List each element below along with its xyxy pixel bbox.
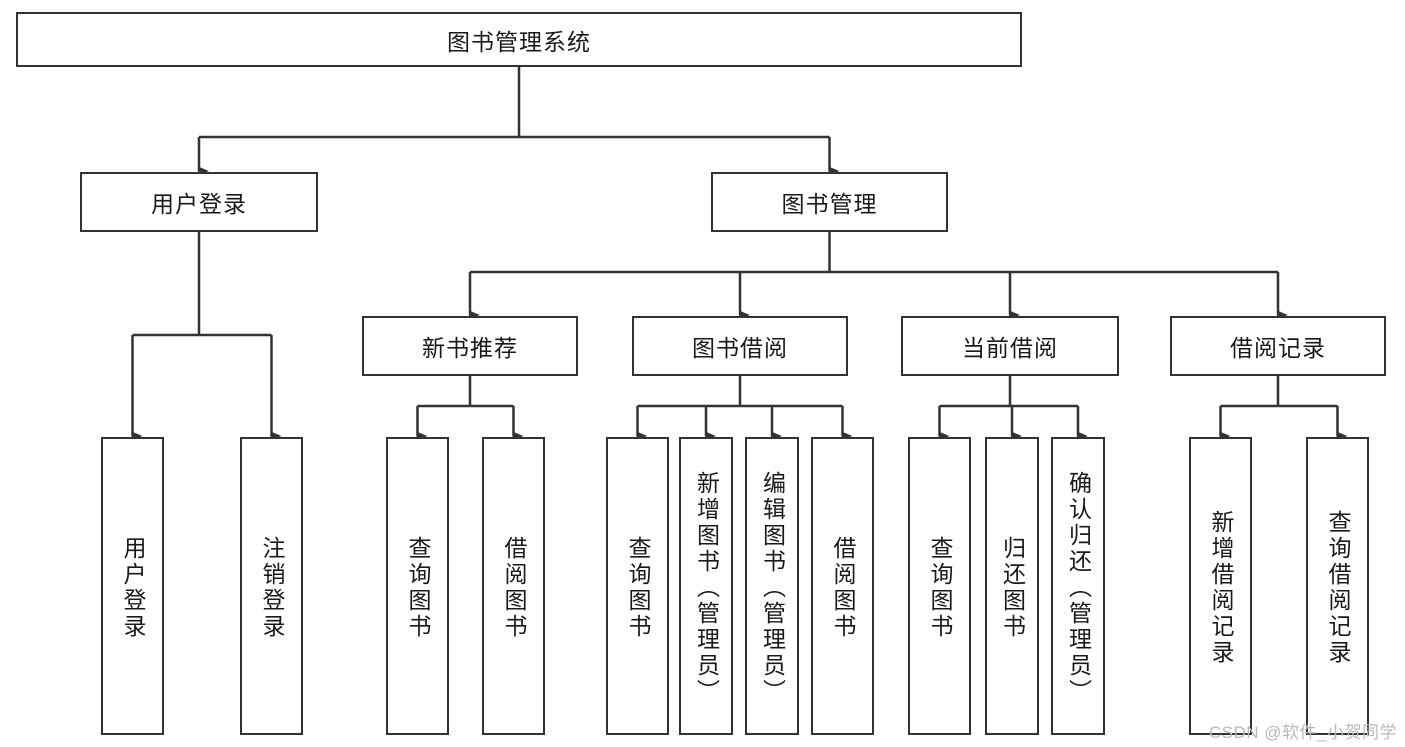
node-book-borrow-label: 图书借阅 [692, 335, 788, 361]
leaf-record-add-record[interactable]: 新增借阅记录 [1189, 437, 1252, 735]
leaf-current-confirm-return[interactable]: 确认归还（管理员） [1051, 437, 1105, 735]
leaf-borrow-add-book[interactable]: 新增图书（管理员） [679, 437, 733, 735]
node-current-borrow-label: 当前借阅 [962, 335, 1058, 361]
leaf-user-login-label: 用户登录 [120, 536, 146, 640]
leaf-user-login[interactable]: 用户登录 [101, 437, 164, 735]
leaf-record-query-record-label: 查询借阅记录 [1325, 510, 1351, 666]
node-new-book-recommend[interactable]: 新书推荐 [362, 316, 578, 376]
leaf-borrow-borrow-book[interactable]: 借阅图书 [811, 437, 874, 735]
node-new-book-recommend-label: 新书推荐 [422, 335, 518, 361]
node-book-borrow[interactable]: 图书借阅 [632, 316, 848, 376]
node-book-management[interactable]: 图书管理 [711, 172, 948, 232]
node-user-login[interactable]: 用户登录 [80, 172, 318, 232]
leaf-user-logout[interactable]: 注销登录 [240, 437, 303, 735]
leaf-newbook-query-book[interactable]: 查询图书 [386, 437, 449, 735]
node-borrow-record[interactable]: 借阅记录 [1170, 316, 1386, 376]
leaf-user-logout-label: 注销登录 [259, 536, 285, 640]
watermark: CSDN @软件_小贺同学 [1208, 723, 1397, 742]
leaf-current-query-book[interactable]: 查询图书 [908, 437, 971, 735]
node-book-management-label: 图书管理 [781, 191, 878, 217]
leaf-current-query-book-label: 查询图书 [927, 536, 953, 640]
node-root-label: 图书管理系统 [447, 28, 591, 55]
leaf-current-confirm-return-label: 确认归还（管理员） [1065, 471, 1092, 705]
leaf-newbook-borrow-book[interactable]: 借阅图书 [482, 437, 545, 735]
leaf-current-return-book-label: 归还图书 [999, 536, 1026, 640]
leaf-borrow-query-book[interactable]: 查询图书 [606, 437, 669, 735]
leaf-borrow-borrow-book-label: 借阅图书 [830, 536, 856, 640]
leaf-record-query-record[interactable]: 查询借阅记录 [1306, 437, 1369, 735]
leaf-current-return-book[interactable]: 归还图书 [985, 437, 1039, 735]
leaf-borrow-edit-book-label: 编辑图书（管理员） [759, 471, 786, 705]
node-user-login-label: 用户登录 [151, 191, 247, 217]
node-borrow-record-label: 借阅记录 [1230, 335, 1326, 361]
leaf-newbook-query-book-label: 查询图书 [405, 536, 431, 640]
leaf-newbook-borrow-book-label: 借阅图书 [501, 536, 527, 640]
node-root[interactable]: 图书管理系统 [16, 12, 1022, 67]
leaf-borrow-query-book-label: 查询图书 [625, 536, 651, 640]
node-current-borrow[interactable]: 当前借阅 [901, 316, 1119, 376]
leaf-borrow-add-book-label: 新增图书（管理员） [693, 471, 720, 705]
leaf-borrow-edit-book[interactable]: 编辑图书（管理员） [745, 437, 799, 735]
leaf-record-add-record-label: 新增借阅记录 [1208, 510, 1234, 666]
